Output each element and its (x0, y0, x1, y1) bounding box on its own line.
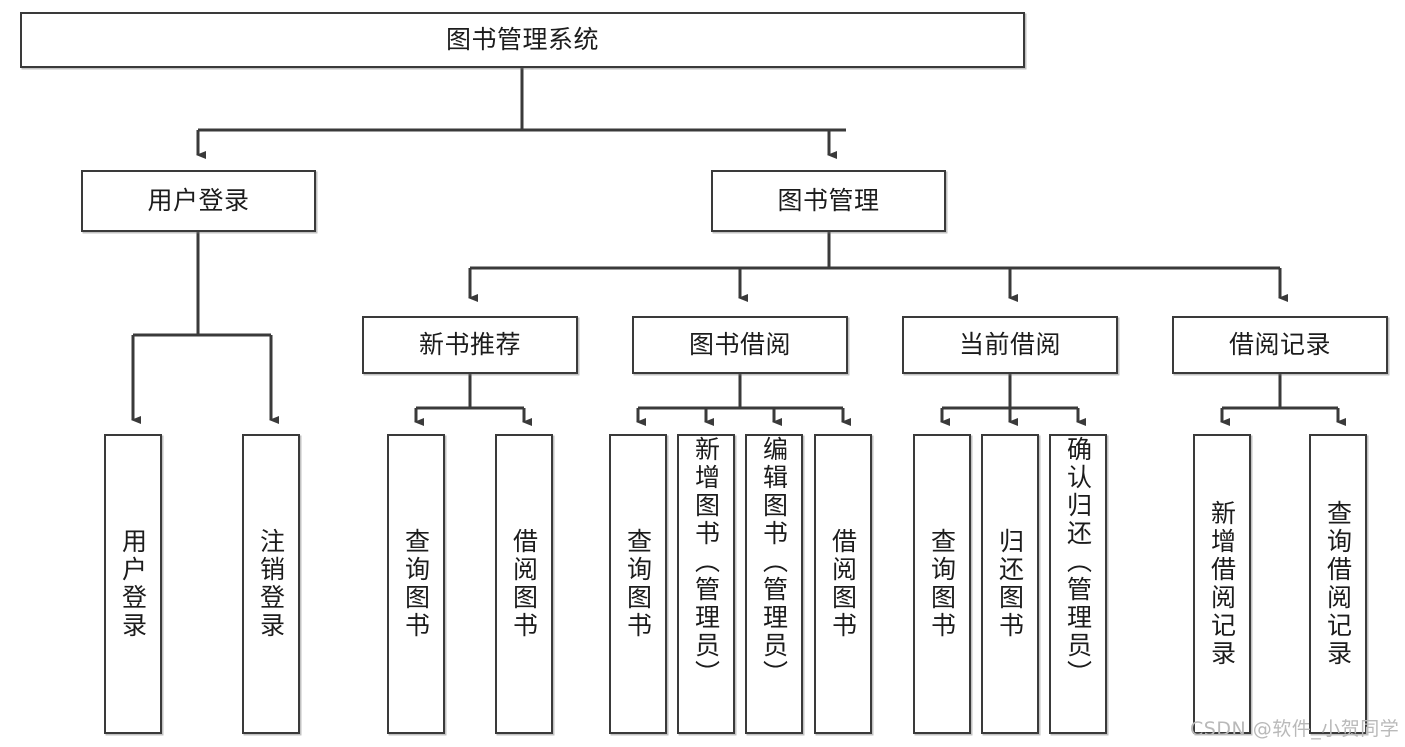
node-label: 用户登录 (147, 186, 250, 216)
leaf-new-book-query-book[interactable]: 查询图书 (387, 434, 445, 734)
node-label: 图书借阅 (688, 330, 791, 360)
node-label: 编辑图书（管理员） (759, 436, 789, 688)
csdn-watermark: CSDN @软件_小贺同学 (1190, 718, 1400, 740)
node-label: 查询图书 (401, 528, 431, 640)
node-label: 查询图书 (927, 528, 957, 640)
node-label: 查询图书 (623, 528, 653, 640)
node-label: 新书推荐 (418, 330, 521, 360)
node-label: 查询借阅记录 (1323, 500, 1353, 668)
node-book-management[interactable]: 图书管理 (711, 170, 946, 232)
node-current-borrow[interactable]: 当前借阅 (902, 316, 1118, 374)
leaf-current-borrow-query-book[interactable]: 查询图书 (913, 434, 971, 734)
leaf-book-borrow-borrow-book[interactable]: 借阅图书 (814, 434, 872, 734)
node-borrow-record[interactable]: 借阅记录 (1172, 316, 1388, 374)
node-label: 图书管理系统 (445, 25, 599, 55)
node-label: 借阅图书 (509, 528, 539, 640)
node-label: 新增借阅记录 (1207, 500, 1237, 668)
node-label: 借阅图书 (828, 528, 858, 640)
leaf-borrow-record-add-record[interactable]: 新增借阅记录 (1193, 434, 1251, 734)
node-root-system[interactable]: 图书管理系统 (20, 12, 1025, 68)
leaf-current-borrow-return-book[interactable]: 归还图书 (981, 434, 1039, 734)
node-label: 注销登录 (256, 528, 286, 640)
leaf-book-borrow-query-book[interactable]: 查询图书 (609, 434, 667, 734)
leaf-user-login-logout[interactable]: 注销登录 (242, 434, 300, 734)
node-label: 用户登录 (118, 528, 148, 640)
leaf-borrow-record-query-record[interactable]: 查询借阅记录 (1309, 434, 1367, 734)
node-book-borrow[interactable]: 图书借阅 (632, 316, 848, 374)
leaf-new-book-borrow-book[interactable]: 借阅图书 (495, 434, 553, 734)
node-label: 新增图书（管理员） (691, 436, 721, 688)
leaf-user-login-login[interactable]: 用户登录 (104, 434, 162, 734)
leaf-book-borrow-add-book-admin[interactable]: 新增图书（管理员） (677, 434, 735, 734)
leaf-book-borrow-edit-book-admin[interactable]: 编辑图书（管理员） (745, 434, 803, 734)
node-label: 归还图书 (995, 528, 1025, 640)
node-label: 图书管理 (777, 186, 880, 216)
node-label: 当前借阅 (958, 330, 1061, 360)
node-label: 借阅记录 (1228, 330, 1331, 360)
node-user-login[interactable]: 用户登录 (81, 170, 316, 232)
node-new-book-recommend[interactable]: 新书推荐 (362, 316, 578, 374)
leaf-current-borrow-confirm-return-admin[interactable]: 确认归还（管理员） (1049, 434, 1107, 734)
node-label: 确认归还（管理员） (1063, 436, 1093, 688)
